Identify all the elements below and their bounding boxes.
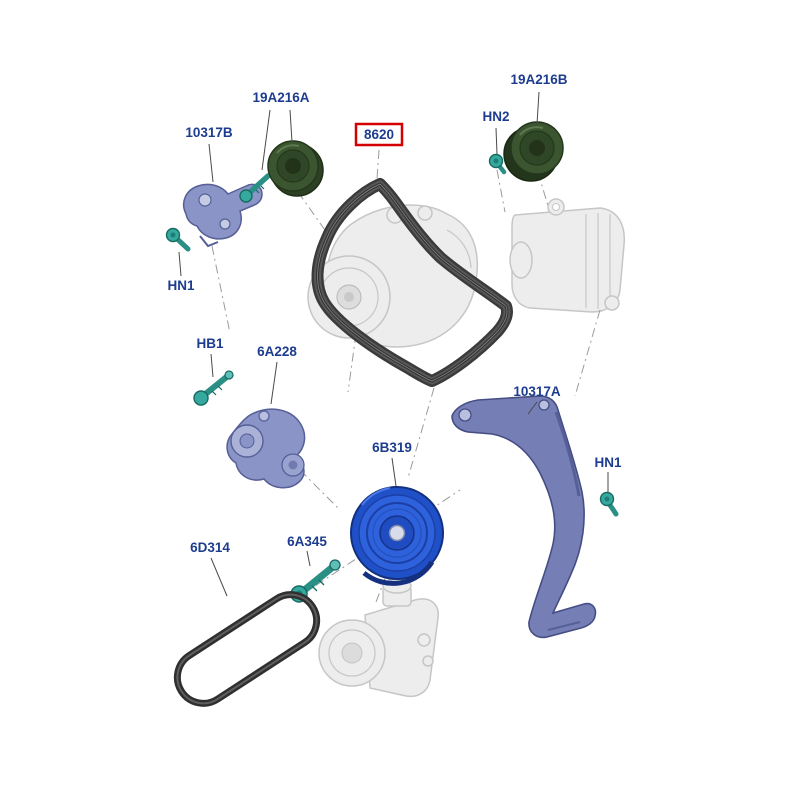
part-6a228-tensioner [226, 408, 306, 489]
part-hb1-bolt [193, 370, 234, 406]
part-label-hb1[interactable]: HB1 [196, 336, 223, 351]
part-hn1-right-bolt [599, 491, 619, 517]
part-19a216b-idler-pulley [503, 121, 564, 182]
part-label-8620[interactable]: 8620 [364, 127, 394, 142]
part-label-10317a[interactable]: 10317A [513, 384, 561, 399]
part-10317a-belt-cover [451, 395, 597, 639]
part-label-6a228[interactable]: 6A228 [257, 344, 297, 359]
part-label-6a345[interactable]: 6A345 [287, 534, 327, 549]
part-label-hn1-right[interactable]: HN1 [594, 455, 621, 470]
part-19a216a-bolt [239, 173, 271, 203]
part-label-19a216a[interactable]: 19A216A [252, 90, 309, 105]
part-6d314-belt [173, 591, 321, 707]
part-label-6b319[interactable]: 6B319 [372, 440, 412, 455]
highlight-box-8620 [354, 122, 404, 147]
part-label-19a216b[interactable]: 19A216B [510, 72, 567, 87]
part-label-hn2[interactable]: HN2 [482, 109, 509, 124]
ghost-pump-assembly [318, 578, 439, 698]
part-label-10317b[interactable]: 10317B [185, 125, 233, 140]
part-6a345-bolt [290, 559, 341, 603]
part-label-hn1-left[interactable]: HN1 [167, 278, 194, 293]
part-label-6d314[interactable]: 6D314 [190, 540, 230, 555]
part-19a216a-idler-pulley [267, 140, 324, 197]
label-leader-lines [178, 91, 609, 597]
part-6b319-crank-pulley [350, 486, 444, 586]
ghost-alternator [509, 198, 626, 313]
part-hn1-left-bolt [165, 227, 191, 252]
part-labels: 19A216A 19A216B 10317B HN2 8620 HN1 HB1 … [167, 72, 621, 555]
part-hn2-nut [488, 153, 507, 175]
